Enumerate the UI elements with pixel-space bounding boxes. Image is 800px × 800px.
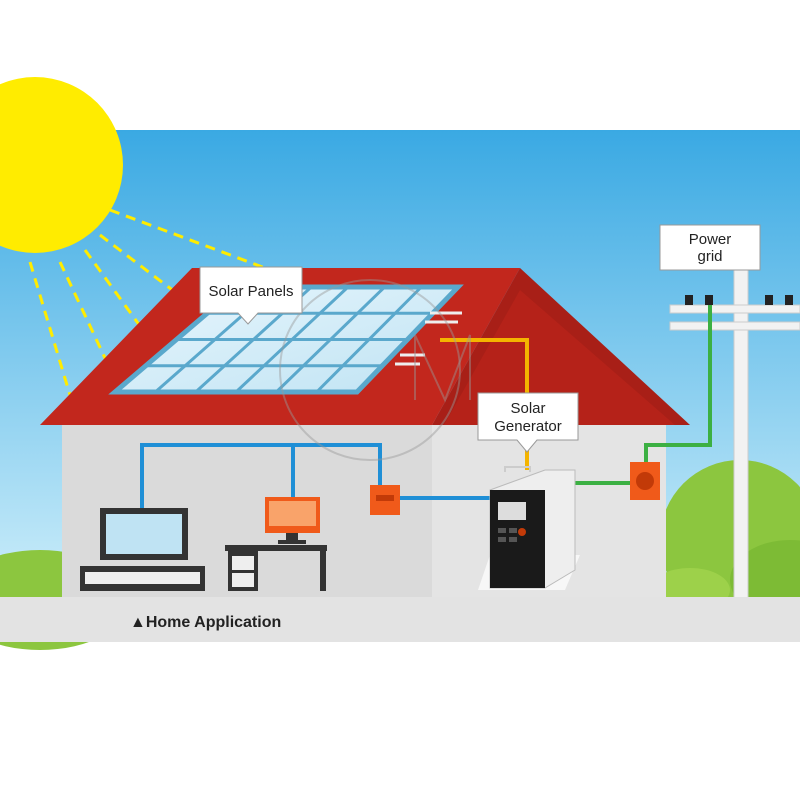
computer-desk-icon — [225, 497, 327, 591]
ground-strip — [0, 597, 800, 642]
watermark-logo — [279, 279, 471, 461]
switch-box-icon — [370, 485, 400, 515]
power-grid-text-2: grid — [697, 248, 722, 265]
sun-icon — [0, 77, 266, 396]
meter-box-icon — [630, 462, 660, 500]
power-grid-label: Power grid — [659, 224, 761, 271]
solar-panels-label: Solar Panels — [199, 266, 303, 325]
tv-icon — [80, 508, 205, 591]
power-grid-text-1: Power — [689, 231, 732, 248]
solar-generator-text-2: Generator — [494, 418, 562, 435]
solar-generator-label: Solar Generator — [477, 392, 579, 453]
solar-generator-text-1: Solar — [510, 400, 545, 417]
solar-generator-icon — [478, 466, 580, 590]
solar-panels-text: Solar Panels — [208, 283, 293, 300]
home-application-caption: ▲Home Application — [130, 614, 281, 631]
